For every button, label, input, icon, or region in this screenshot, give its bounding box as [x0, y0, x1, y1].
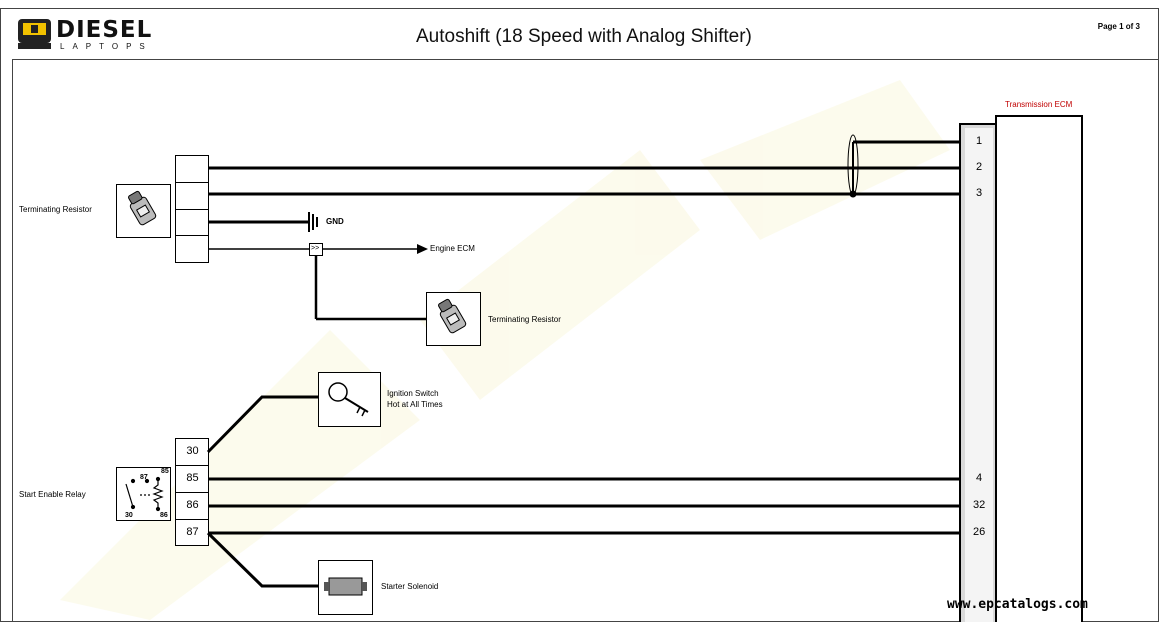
transmission-ecm	[959, 115, 1083, 622]
engine-ecm-label: Engine ECM	[430, 244, 475, 253]
logo-mark-icon	[18, 19, 51, 49]
splice-dot	[849, 190, 857, 198]
drawing-area-border	[12, 59, 1159, 622]
starter-solenoid-label: Starter Solenoid	[381, 582, 439, 591]
ecm-pin-4: 4	[976, 472, 983, 484]
terminating-resistor-left-icon	[116, 184, 171, 238]
gateway-symbol: >>	[311, 245, 320, 252]
ecm-pin-3: 3	[976, 187, 983, 199]
page-number: Page 1 of 3	[1097, 22, 1140, 31]
terminating-resistor-lower-icon	[426, 292, 481, 346]
can-wires	[208, 140, 960, 196]
footer-url: www.epcatalogs.com	[947, 597, 1088, 612]
ecm-pin-2: 2	[976, 161, 983, 173]
relay-pin-87: 87	[186, 526, 199, 538]
ecm-pin-1: 1	[976, 135, 983, 147]
ground-icon	[308, 212, 318, 232]
relay-pin-86: 86	[186, 499, 199, 511]
terminating-resistor-left-label: Terminating Resistor	[19, 205, 92, 214]
starter-solenoid-icon	[318, 560, 373, 615]
logo-word: DIESEL	[56, 17, 153, 43]
terminating-resistor-connector	[175, 155, 209, 263]
relay-symbol-pin-86: 86	[160, 512, 168, 519]
ignition-switch-label-1: Ignition Switch	[387, 389, 439, 398]
engine-ecm-wire	[208, 243, 428, 321]
ignition-switch-icon	[318, 372, 381, 427]
gnd-label: GND	[326, 217, 344, 226]
logo-subtitle: LAPTOPS	[60, 42, 153, 51]
page-title: Autoshift (18 Speed with Analog Shifter)	[416, 26, 752, 47]
relay-wires	[206, 395, 960, 588]
ignition-switch-label-2: Hot at All Times	[387, 400, 443, 409]
terminating-resistor-lower-label: Terminating Resistor	[488, 315, 561, 324]
relay-symbol-pin-30: 30	[125, 512, 133, 519]
start-enable-relay-label: Start Enable Relay	[19, 490, 86, 499]
ecm-pin-26: 26	[973, 526, 986, 538]
relay-icon	[116, 467, 171, 521]
relay-connector	[175, 438, 209, 546]
arrow-icon	[417, 244, 428, 254]
relay-symbol-pin-87: 87	[140, 474, 148, 481]
transmission-ecm-title: Transmission ECM	[1005, 100, 1073, 109]
ecm-pin-32: 32	[973, 499, 986, 511]
relay-symbol-pin-85: 85	[161, 468, 169, 475]
relay-pin-30: 30	[186, 445, 199, 457]
relay-pin-85: 85	[186, 472, 199, 484]
